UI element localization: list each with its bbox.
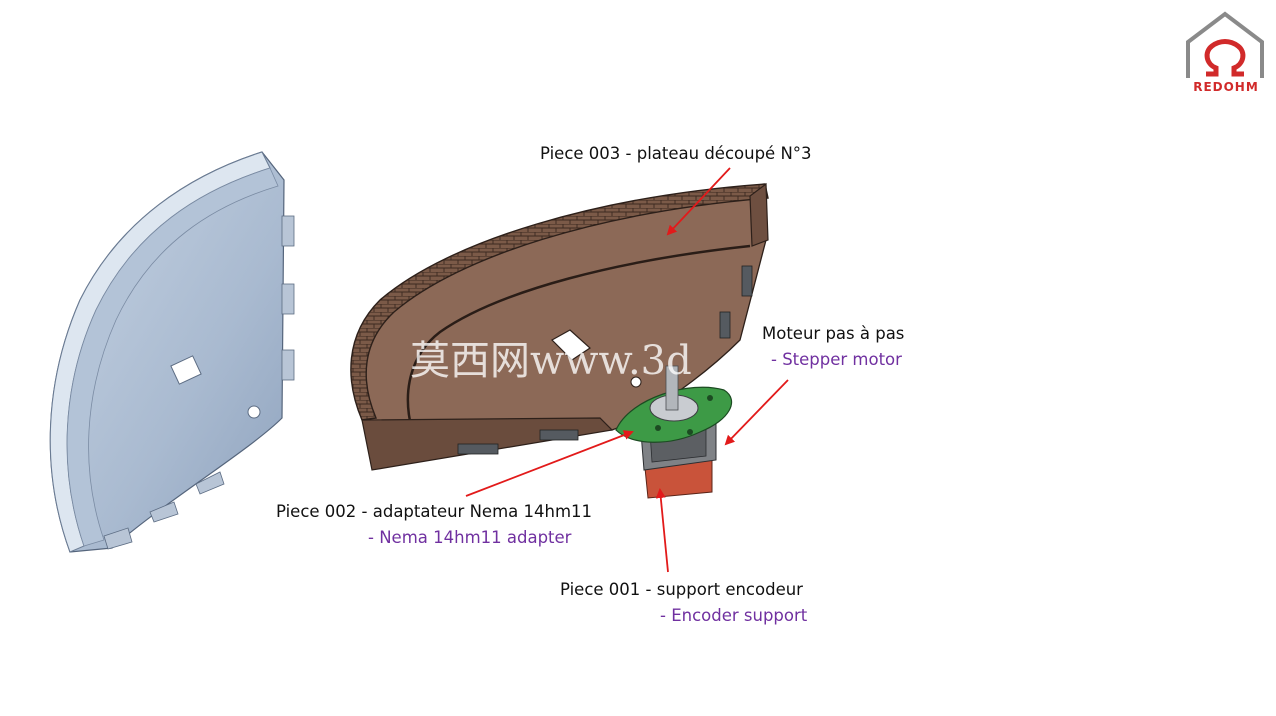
- label-moteur: Moteur pas à pas: [762, 324, 905, 343]
- label-piece001: Piece 001 - support encodeur: [560, 580, 803, 599]
- sublabel-piece002: - Nema 14hm11 adapter: [368, 528, 572, 547]
- blue-cut-plate: [49, 151, 295, 553]
- sublabel-moteur: - Stepper motor: [771, 350, 902, 369]
- arrow-piece001: [655, 488, 669, 573]
- omega-house-icon: [1186, 11, 1264, 78]
- arrow-moteur: [724, 379, 789, 446]
- label-piece003: Piece 003 - plateau découpé N°3: [540, 144, 812, 163]
- callout-arrows: [465, 167, 789, 573]
- arrow-piece002: [465, 430, 634, 497]
- arrow-piece003: [666, 167, 731, 236]
- watermark-text: 莫西网www.3d: [410, 338, 692, 384]
- sublabel-piece001: - Encoder support: [660, 606, 808, 625]
- stepper-motor-assembly: [615, 365, 733, 499]
- logo-text: REDOHM: [1193, 80, 1259, 94]
- brown-brick-tray: [350, 182, 769, 471]
- label-piece002: Piece 002 - adaptateur Nema 14hm11: [276, 502, 593, 521]
